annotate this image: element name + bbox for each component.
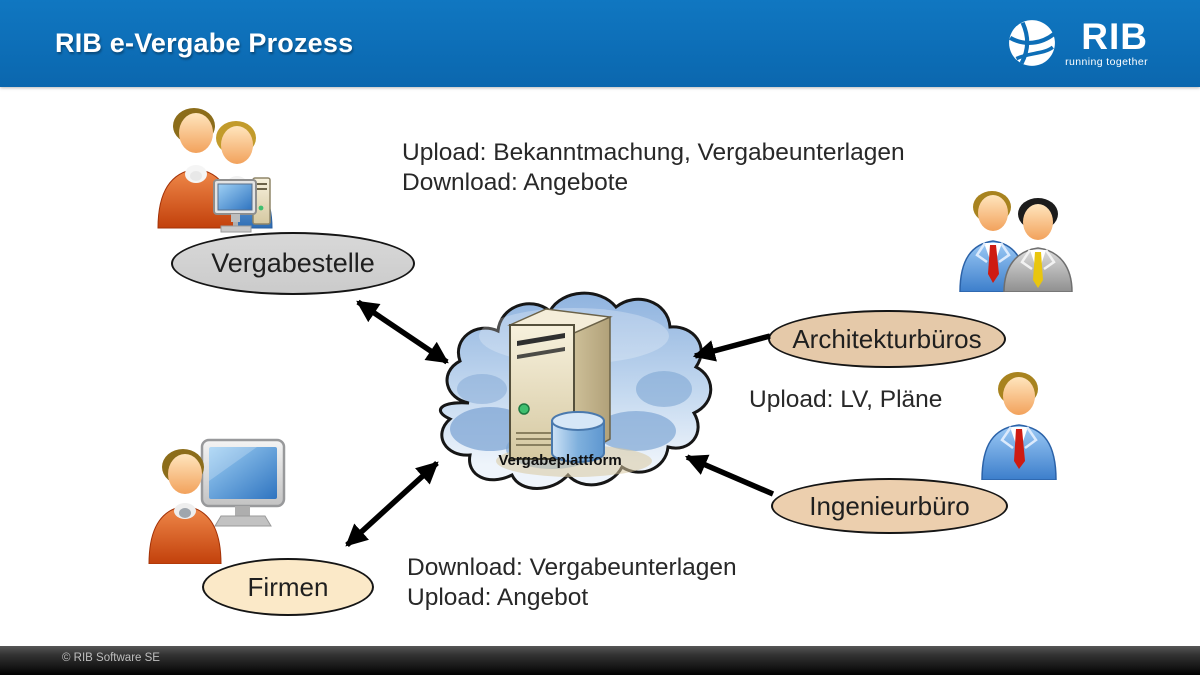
- logo-text: RIB: [1081, 16, 1148, 57]
- node-firmen-label: Firmen: [247, 571, 329, 602]
- platform-label: Vergabeplattform: [498, 452, 622, 469]
- node-ingenieurbuero-label: Ingenieurbüro: [809, 490, 970, 521]
- user-with-computer-icon: [148, 438, 286, 564]
- flow-bottom-line2: Upload: Angebot: [407, 584, 589, 611]
- flow-text-firmen: Download: Vergabeunterlagen Upload: Ange…: [407, 553, 737, 613]
- node-architekturbueros-label: Architekturbüros: [792, 323, 982, 354]
- node-vergabestelle-label: Vergabestelle: [211, 248, 375, 278]
- office-workers-pair-icon: [157, 108, 273, 233]
- flow-bottom-line1: Download: Vergabeunterlagen: [407, 554, 737, 581]
- copyright-text: © RIB Software SE: [62, 652, 160, 664]
- rib-ball-icon: [1009, 20, 1056, 66]
- rib-logo: RIB running together: [1007, 18, 1148, 68]
- flow-right-line1: Upload: LV, Pläne: [749, 386, 943, 413]
- flow-top-line2: Download: Angebote: [402, 169, 629, 196]
- businessman-icon: [981, 372, 1057, 480]
- flow-text-architekten: Upload: LV, Pläne: [749, 385, 942, 415]
- node-ingenieurbuero: Ingenieurbüro: [771, 478, 1008, 534]
- flow-text-vergabestelle: Upload: Bekanntmachung, Vergabeunterlage…: [402, 138, 905, 198]
- page-title: RIB e-Vergabe Prozess: [55, 28, 354, 58]
- node-firmen: Firmen: [202, 558, 374, 616]
- node-vergabestelle: Vergabestelle: [171, 232, 415, 295]
- node-architekturbueros: Architekturbüros: [768, 310, 1006, 368]
- businessmen-pair-icon: [959, 191, 1073, 292]
- flow-top-line1: Upload: Bekanntmachung, Vergabeunterlage…: [402, 139, 905, 166]
- logo-tagline: running together: [1065, 56, 1148, 68]
- header-bar: RIB e-Vergabe Prozess RIB running togeth…: [0, 0, 1200, 87]
- cloud-server-icon: [438, 291, 713, 490]
- footer-bar: © RIB Software SE: [0, 646, 1200, 675]
